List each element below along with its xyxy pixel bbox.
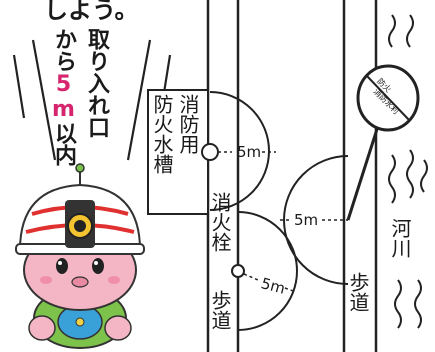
sign-post-icon <box>346 125 380 221</box>
tank-label-left: 防火水槽 <box>150 94 174 174</box>
callout-line2: から5m以内 <box>51 28 76 166</box>
hydrant-radius-arc <box>237 211 298 331</box>
sidewalk-right-label: 歩道 <box>346 272 370 312</box>
tank-intake <box>201 143 219 161</box>
callout-line1: 取り入れ口 <box>84 28 109 138</box>
callout-unit: m <box>51 97 76 122</box>
tank-radius-arc <box>209 91 270 211</box>
callout-mark-left-2 <box>31 39 57 161</box>
water-tank-box <box>147 89 209 215</box>
hydrant-point <box>231 264 245 278</box>
distance-top-label: 5m <box>237 143 262 161</box>
callout-line2-b: 以内 <box>51 122 76 166</box>
river-radius-arc <box>283 155 349 285</box>
river-wave-icon <box>388 14 428 329</box>
header-text: しよう。 <box>44 0 139 24</box>
tank-label-right: 消防用 <box>176 94 200 154</box>
sidewalk-left-label: 歩道 <box>208 290 232 330</box>
callout-mark-right-1 <box>126 39 152 161</box>
river-label: 河川 <box>388 218 412 258</box>
hydrant-label: 消火栓 <box>208 192 232 252</box>
callout-number: 5 <box>51 72 76 97</box>
callout-line2-a: から <box>51 28 76 72</box>
callout-mark-left-1 <box>12 54 26 119</box>
distance-mid-label: 5m <box>294 211 319 229</box>
